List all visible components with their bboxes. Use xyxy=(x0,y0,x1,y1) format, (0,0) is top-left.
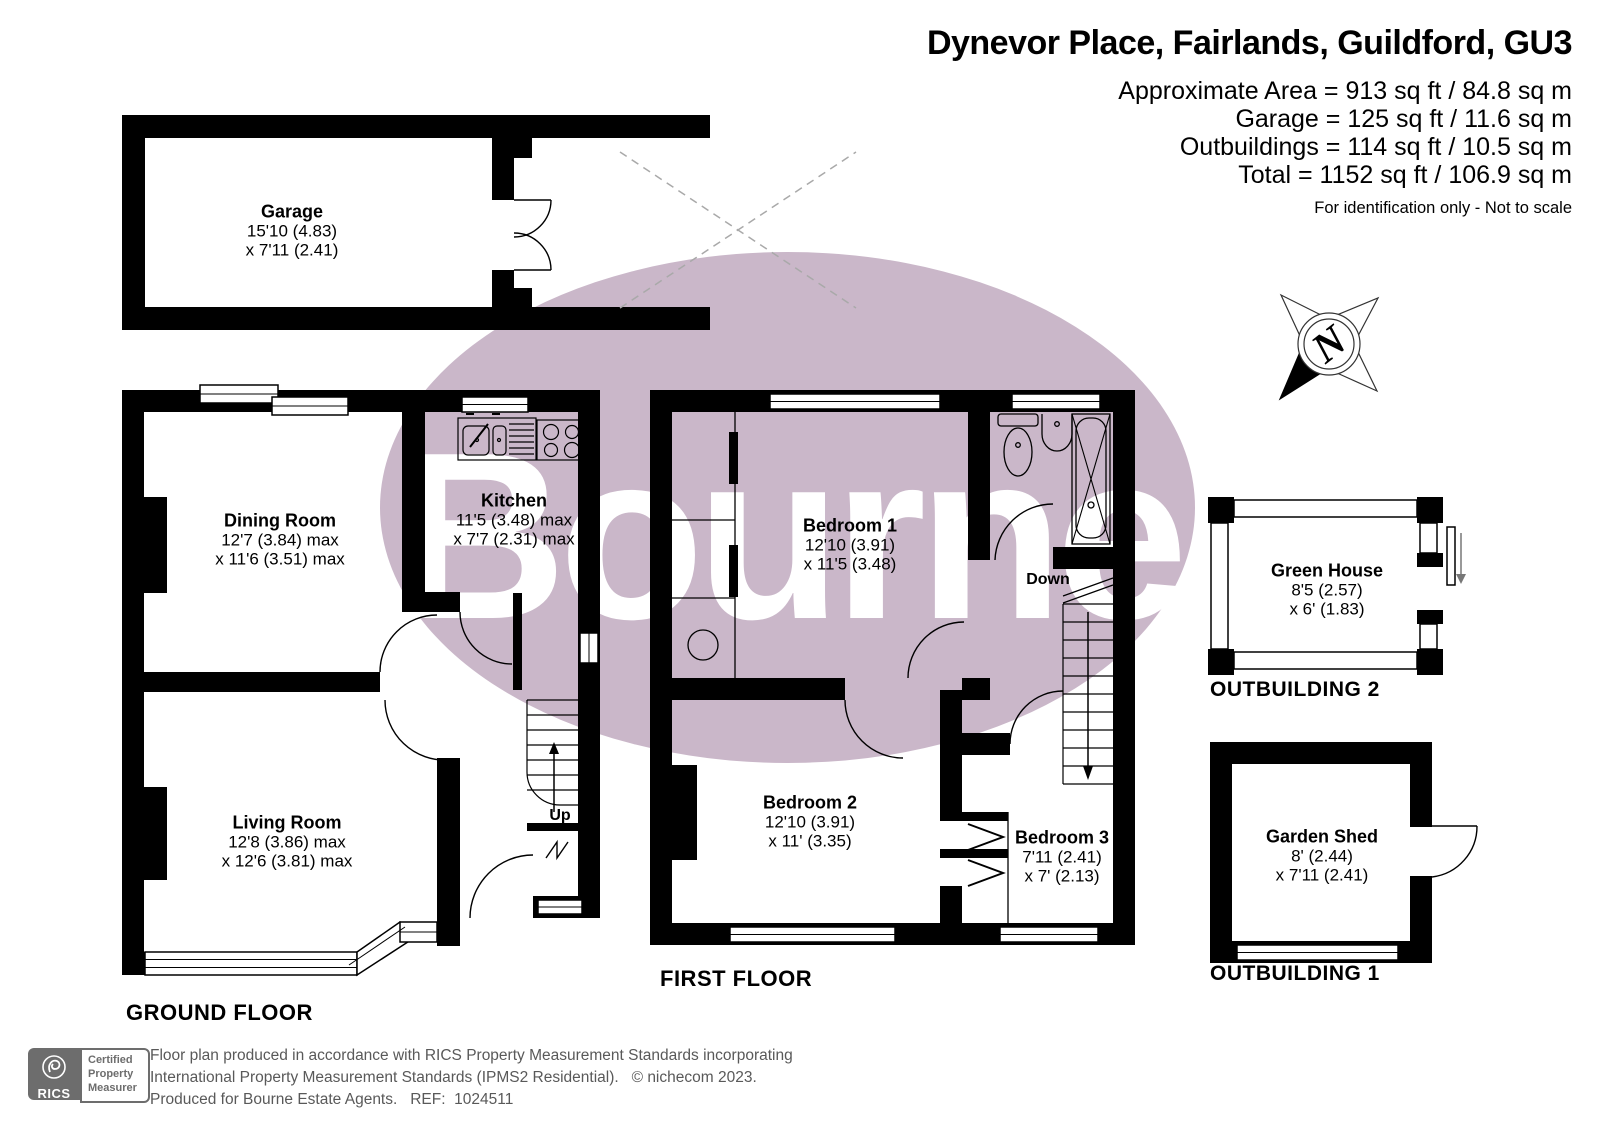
dining-room-door-arc xyxy=(379,614,438,673)
stairs-down-label: Down xyxy=(1026,571,1070,588)
bedroom1-door-arc xyxy=(907,621,965,679)
garage-door-swing-lines xyxy=(619,151,857,309)
stairs-up-arrowhead xyxy=(549,742,559,754)
room-label-bedroom1: Bedroom 1 12'10 (3.91) x 11'5 (3.48) xyxy=(802,515,898,574)
garage-area: Garage = 125 sq ft / 11.6 sq m xyxy=(1235,105,1572,133)
toilet xyxy=(997,413,1039,477)
shed-door xyxy=(1431,825,1478,878)
certified-property-measurer-badge: Certified Property Measurer xyxy=(80,1048,150,1103)
room-label-green-house: Green House 8'5 (2.57) x 6' (1.83) xyxy=(1270,560,1384,619)
stairs-up-label: Up xyxy=(549,807,571,824)
room-label-living-room: Living Room 12'8 (3.86) max x 12'6 (3.81… xyxy=(221,812,353,871)
footer-disclaimer-text: Floor plan produced in accordance with R… xyxy=(150,1047,793,1108)
ground-floor-plan xyxy=(122,384,600,977)
bathroom-door-arc xyxy=(994,503,1054,561)
living-room-door-arc xyxy=(384,699,449,761)
room-label-dining-room: Dining Room 12'7 (3.84) max x 11'6 (3.51… xyxy=(215,510,345,569)
page-title: Dynevor Place, Fairlands, Guildford, GU3 xyxy=(926,24,1573,62)
total-area: Total = 1152 sq ft / 106.9 sq m xyxy=(1238,161,1572,189)
first-floor-plan xyxy=(650,390,1135,945)
kitchen-door-arc xyxy=(459,611,513,665)
rics-wordmark: RICS xyxy=(37,1086,71,1101)
ground-floor-windows xyxy=(144,384,599,977)
bedroom1-closet xyxy=(672,412,1009,923)
room-label-kitchen: Kitchen 11'5 (3.48) max x 7'7 (2.31) max xyxy=(453,490,575,549)
front-door-arc xyxy=(469,854,534,919)
approximate-area: Approximate Area = 913 sq ft / 84.8 sq m xyxy=(1118,77,1572,105)
header: Dynevor Place, Fairlands, Guildford, GU3… xyxy=(926,24,1573,218)
greenhouse-plan xyxy=(1208,497,1466,675)
outbuilding1-label: OUTBUILDING 1 xyxy=(1210,962,1380,985)
stairs-down xyxy=(1062,577,1114,785)
garden-shed-plan xyxy=(1210,742,1478,963)
ground-floor-label: GROUND FLOOR xyxy=(126,1000,313,1025)
room-label-bedroom3: Bedroom 3 7'11 (2.41) x 7' (2.13) xyxy=(1014,827,1110,886)
rics-logo: RICS xyxy=(28,1048,80,1101)
rics-lion-icon xyxy=(42,1055,66,1079)
first-floor-doors xyxy=(844,503,1064,759)
scale-disclaimer: For identification only - Not to scale xyxy=(1314,199,1572,217)
garage-double-door xyxy=(513,199,552,271)
stairs-down-arrowhead xyxy=(1083,766,1093,780)
landing-cupboard-doors xyxy=(967,823,1006,887)
first-floor-label: FIRST FLOOR xyxy=(660,966,813,991)
room-label-garage: Garage 15'10 (4.83) x 7'11 (2.41) xyxy=(245,201,339,260)
ground-floor-doors xyxy=(379,611,569,919)
outbuildings-area: Outbuildings = 114 sq ft / 10.5 sq m xyxy=(1179,133,1572,161)
bedroom2-door-arc xyxy=(844,699,904,759)
room-label-bedroom2: Bedroom 2 12'10 (3.91) x 11' (3.35) xyxy=(762,792,858,851)
outbuilding2-label: OUTBUILDING 2 xyxy=(1210,678,1380,701)
wash-basin xyxy=(1041,414,1073,452)
kitchen-hob xyxy=(536,419,589,461)
kitchen-sink xyxy=(457,413,537,461)
bath xyxy=(1071,413,1111,545)
cupboard-bifold-door xyxy=(545,839,569,861)
room-label-garden-shed: Garden Shed 8' (2.44) x 7'11 (2.41) xyxy=(1265,826,1379,885)
compass-icon: N xyxy=(1278,293,1380,401)
stairs-up xyxy=(526,699,578,812)
garage-plan xyxy=(122,115,857,330)
bedroom3-door-arc xyxy=(1009,690,1064,745)
